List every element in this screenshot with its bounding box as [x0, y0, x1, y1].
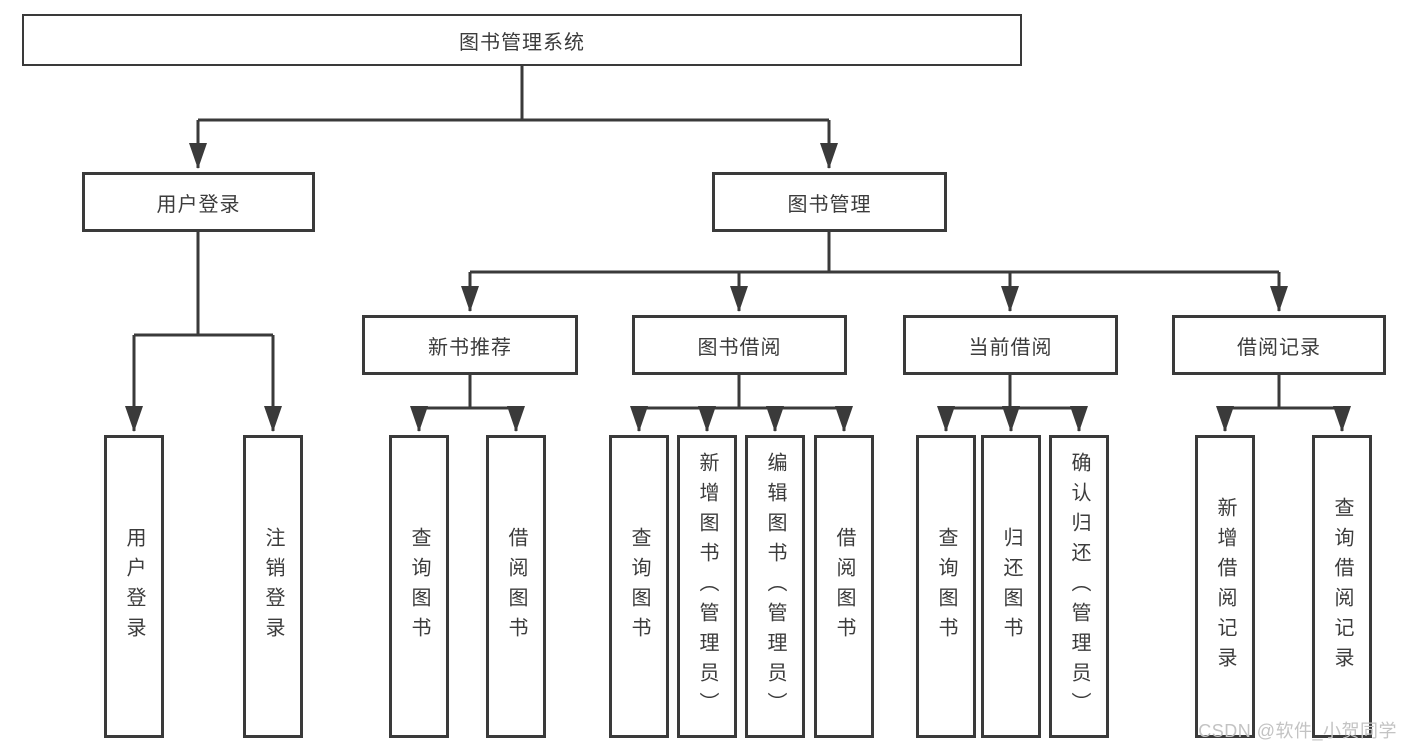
leaf-borrow-books-2: 借阅图书	[814, 435, 874, 738]
connector-borrowing-records-spine	[1225, 375, 1342, 410]
node-library-management-system: 图书管理系统	[22, 14, 1022, 66]
connector-new-book-spine	[419, 375, 516, 410]
node-user-login: 用户登录	[82, 172, 315, 232]
leaf-edit-books-admin: 编辑图书（管理员）	[745, 435, 805, 738]
node-current-borrowing: 当前借阅	[903, 315, 1118, 375]
watermark-csdn: CSDN @软件_小贺同学	[1198, 721, 1397, 741]
leaf-query-books-2: 查询图书	[609, 435, 669, 738]
connector-current-borrowing-spine	[946, 375, 1079, 410]
connector-book-management-spine	[470, 232, 1279, 274]
leaf-return-books: 归还图书	[981, 435, 1041, 738]
node-book-management: 图书管理	[712, 172, 947, 232]
leaf-add-books-admin: 新增图书（管理员）	[677, 435, 737, 738]
leaf-add-borrow-record: 新增借阅记录	[1195, 435, 1255, 738]
connector-user-login-spine	[134, 232, 273, 337]
leaf-confirm-return-admin: 确认归还（管理员）	[1049, 435, 1109, 738]
leaf-logout: 注销登录	[243, 435, 303, 738]
node-new-book-recommend: 新书推荐	[362, 315, 578, 375]
node-book-borrowing: 图书借阅	[632, 315, 847, 375]
node-borrowing-records: 借阅记录	[1172, 315, 1386, 375]
connector-root-spine	[198, 66, 829, 122]
leaf-query-borrow-record: 查询借阅记录	[1312, 435, 1372, 738]
leaf-borrow-books-1: 借阅图书	[486, 435, 546, 738]
leaf-query-books-1: 查询图书	[389, 435, 449, 738]
leaf-query-books-3: 查询图书	[916, 435, 976, 738]
connector-book-borrowing-spine	[639, 375, 844, 410]
leaf-user-login: 用户登录	[104, 435, 164, 738]
